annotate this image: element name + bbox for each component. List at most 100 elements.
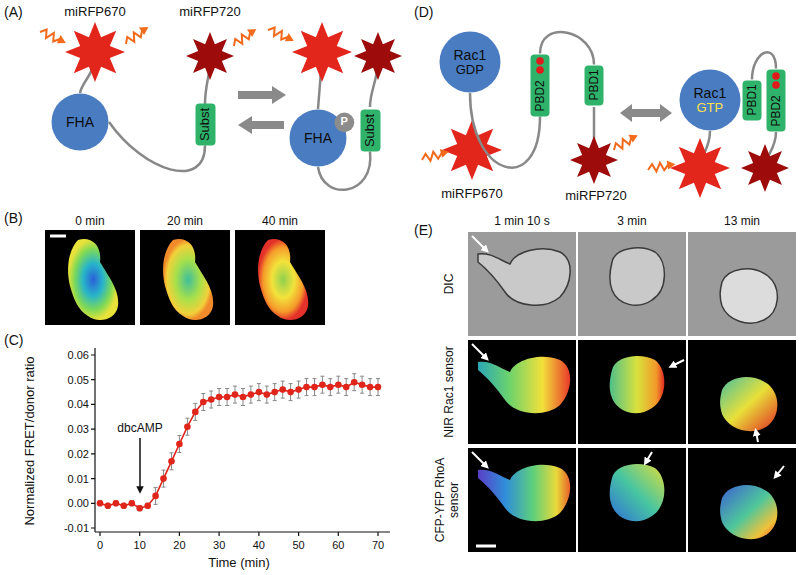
binding-dot <box>772 81 780 89</box>
error-bars <box>98 374 380 511</box>
tick-label: 10 <box>134 539 146 552</box>
linker-connector <box>470 93 540 168</box>
emission-arrow <box>611 131 640 153</box>
time-label: 20 min <box>167 215 203 229</box>
pointer-arrow <box>472 236 486 250</box>
data-point <box>232 391 239 398</box>
data-point <box>240 394 247 401</box>
dic-image <box>468 232 576 336</box>
tick-label: -0.01 <box>64 522 89 535</box>
node-label: PBD2 <box>533 80 547 111</box>
mirfp720-star <box>354 32 402 80</box>
mirfp720-star <box>186 32 234 80</box>
binding-dot <box>536 66 544 74</box>
excitation-arrow <box>39 27 68 47</box>
cfp-yfp-cell <box>478 465 570 521</box>
ratio-cell <box>68 239 118 320</box>
tick-label: 0.00 <box>68 497 89 510</box>
tick-label: 50 <box>292 539 304 552</box>
data-point <box>271 389 278 396</box>
node-shape <box>440 32 501 93</box>
mirfp670-star <box>292 22 352 82</box>
ratio-cell <box>258 239 308 320</box>
cfp-yfp-cell <box>610 464 665 521</box>
node-text: PBD1 <box>745 84 759 115</box>
substrate-box: Subst <box>360 109 381 152</box>
mirfp670-star <box>670 138 730 198</box>
protein-label: miRFP670 <box>441 187 502 202</box>
node-text: FHA <box>304 130 332 146</box>
ratio-cell <box>163 239 213 320</box>
gtpase-circle: Rac1GTP <box>679 69 741 131</box>
tick-label: 0.04 <box>68 398 89 411</box>
transition-arrow <box>238 86 286 104</box>
node-label: FHA <box>66 114 94 130</box>
data-point <box>97 500 104 507</box>
node-text: P <box>340 115 347 128</box>
scale-bar <box>476 545 496 548</box>
emission-arrow <box>123 23 151 46</box>
domain-circle: FHA <box>51 93 109 151</box>
node-text: Subst <box>198 107 213 140</box>
data-point <box>152 493 159 500</box>
node-text: PBD2 <box>533 80 547 111</box>
tick-label: 0.05 <box>68 373 89 386</box>
panel-letter: (C) <box>4 332 23 348</box>
node-sublabel: GDP <box>454 63 487 78</box>
y-ticks <box>91 355 95 528</box>
node-text: PBD2 <box>769 95 783 126</box>
binding-domain-box: PBD1 <box>584 65 604 106</box>
axis-title: Time (min) <box>208 556 270 571</box>
node-label: PBD2 <box>769 95 783 126</box>
node-text: Rac1GDP <box>454 47 487 78</box>
data-series <box>97 374 382 512</box>
dic-cell <box>720 269 777 323</box>
data-point <box>367 384 374 391</box>
node-shape <box>767 69 786 131</box>
node-label: Rac1 <box>454 47 487 63</box>
cfp-yfp-image <box>468 448 576 552</box>
pointer-arrow <box>472 344 486 358</box>
binding-domain-box: PBD2 <box>530 54 550 117</box>
binding-domain-box: PBD1 <box>742 80 762 121</box>
linker-connector <box>109 122 205 171</box>
pointer-arrow <box>776 466 784 476</box>
nir-image <box>688 340 796 444</box>
time-label: 0 min <box>75 215 104 229</box>
time-label: 3 min <box>617 215 646 229</box>
data-point <box>200 399 207 406</box>
node-label: PBD1 <box>745 84 759 115</box>
node-sublabel: GTP <box>694 101 727 116</box>
panel-letter: (E) <box>414 222 433 238</box>
pointer-arrow <box>646 452 652 462</box>
gtpase-circle: Rac1GDP <box>439 31 501 93</box>
nir-cell <box>720 377 777 431</box>
data-point <box>208 396 215 403</box>
node-label: PBD1 <box>587 69 601 100</box>
node-label: FHA <box>304 130 332 146</box>
time-label: 40 min <box>262 215 298 229</box>
data-point <box>351 379 358 386</box>
data-point <box>279 386 286 393</box>
node-shape <box>334 112 354 132</box>
data-point <box>136 505 143 512</box>
tick-label: 70 <box>372 539 384 552</box>
data-point <box>121 503 128 510</box>
substrate-box: Subst <box>195 103 216 146</box>
node-shape <box>743 80 762 120</box>
data-point <box>248 391 255 398</box>
excitation-arrow <box>420 147 449 163</box>
data-point <box>287 389 294 396</box>
transition-arrow <box>620 104 672 122</box>
node-text: PBD1 <box>587 69 601 100</box>
emission-arrow <box>231 25 259 48</box>
mirfp720-star <box>570 136 618 184</box>
pointer-arrows <box>472 236 784 476</box>
data-point <box>256 389 263 396</box>
node-label: Subst <box>198 107 213 140</box>
tick-label: 20 <box>173 539 185 552</box>
row-label: DIC <box>443 274 457 295</box>
data-point <box>295 386 302 393</box>
node-shape <box>195 103 215 145</box>
